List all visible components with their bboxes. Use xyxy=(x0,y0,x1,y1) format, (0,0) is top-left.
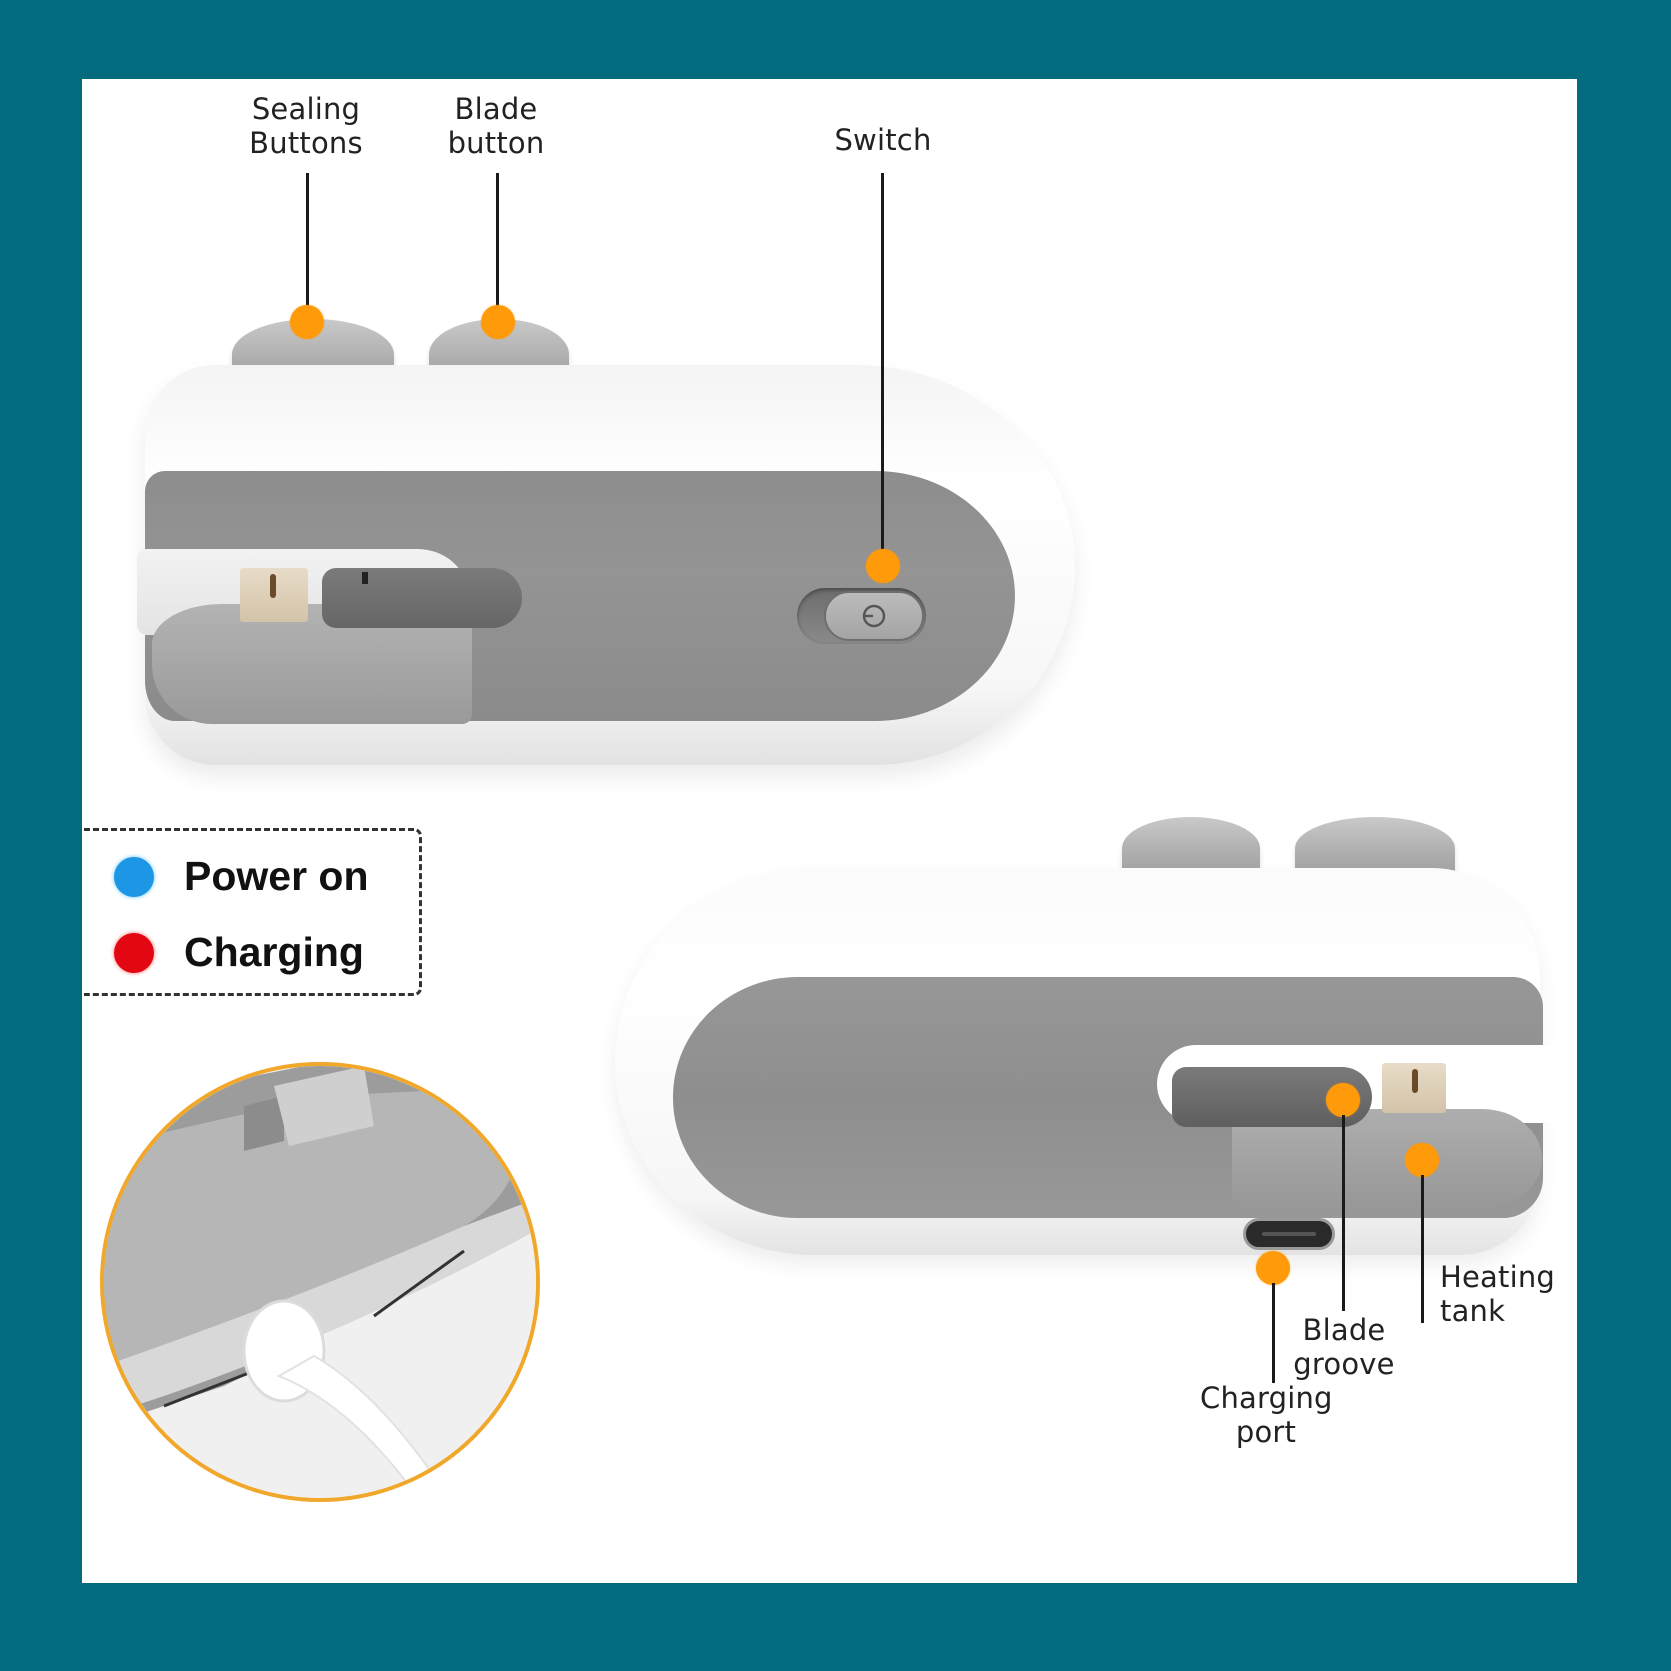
callout-text: Sealing xyxy=(251,92,361,126)
heating-element xyxy=(240,568,308,622)
legend-item-power-on: Power on xyxy=(114,853,369,900)
marker-dot xyxy=(1326,1083,1360,1117)
marker-dot xyxy=(1405,1143,1439,1177)
red-indicator-icon xyxy=(114,932,154,973)
marker-dot xyxy=(866,549,900,583)
callout-text: Buttons xyxy=(249,126,363,160)
legend-label: Power on xyxy=(184,853,369,899)
callout-heating-tank: Heating tank xyxy=(1440,1260,1555,1328)
blade-mark xyxy=(362,572,368,584)
leader-line xyxy=(1421,1175,1424,1323)
callout-blade-button: Blade button xyxy=(436,92,556,160)
callout-text: Charging xyxy=(1200,1381,1333,1415)
callout-text: Heating xyxy=(1440,1260,1556,1294)
callout-text: tank xyxy=(1440,1294,1506,1328)
power-icon xyxy=(862,604,886,628)
heating-element xyxy=(1382,1063,1446,1113)
callout-text: port xyxy=(1235,1415,1297,1449)
usb-c-icon xyxy=(1262,1232,1316,1236)
callout-blade-groove: Blade groove xyxy=(1282,1313,1406,1381)
leader-line xyxy=(1342,1115,1345,1311)
usb-c-port xyxy=(1243,1218,1335,1250)
callout-text: button xyxy=(447,126,545,160)
callout-text: Switch xyxy=(834,123,932,157)
marker-dot xyxy=(290,305,324,339)
power-switch-knob xyxy=(824,591,924,641)
callout-text: Blade xyxy=(454,92,538,126)
leader-line xyxy=(881,173,884,563)
closeup-illustration xyxy=(104,1066,536,1498)
callout-sealing-buttons: Sealing Buttons xyxy=(246,92,366,160)
leader-line xyxy=(306,173,309,323)
blade-groove-slot xyxy=(322,568,522,628)
callout-text: Blade xyxy=(1302,1313,1386,1347)
leader-line xyxy=(496,173,499,323)
callout-charging-port: Charging port xyxy=(1200,1381,1332,1449)
charging-closeup-inset xyxy=(100,1062,540,1502)
callout-switch: Switch xyxy=(822,123,944,157)
blue-indicator-icon xyxy=(114,856,154,897)
leader-line xyxy=(1272,1283,1275,1383)
marker-dot xyxy=(1256,1251,1290,1285)
legend-item-charging: Charging xyxy=(114,929,364,976)
product-diagram-panel: Sealing Buttons Blade button Switch Powe… xyxy=(82,79,1577,1583)
legend-label: Charging xyxy=(184,929,364,975)
callout-text: groove xyxy=(1293,1347,1395,1381)
indicator-legend: Power on Charging xyxy=(84,828,422,996)
marker-dot xyxy=(481,305,515,339)
